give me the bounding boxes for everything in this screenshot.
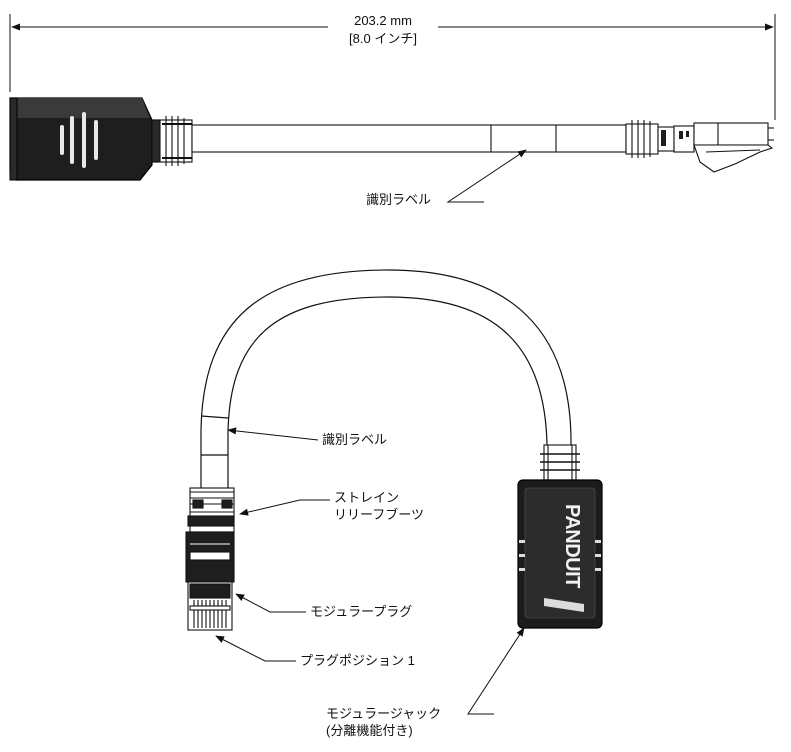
id-label-top: 識別ラベル (366, 192, 432, 207)
modular-plug-label: モジュラープラグ (310, 604, 413, 619)
dimension-imperial: [8.0 インチ] (349, 31, 417, 46)
bottom-plug (185, 487, 235, 631)
top-cable (191, 124, 627, 153)
strain-relief-label-line2: リリーフブーツ (334, 507, 424, 522)
top-plug (625, 120, 774, 173)
top-label-leader (446, 149, 527, 203)
bottom-cable-arc (200, 269, 572, 488)
bottom-jack-boot (540, 444, 580, 481)
modular-jack-label-line2: (分離機能付き) (326, 723, 413, 738)
leader-lines (215, 427, 525, 715)
brand-logo: PANDUIT (561, 504, 583, 588)
top-left-boot (151, 116, 193, 166)
modular-jack-label-line1: モジュラージャック (326, 706, 442, 721)
id-label-bottom: 識別ラベル (322, 432, 388, 447)
plug-position-label: プラグポジション 1 (300, 653, 415, 668)
strain-relief-label-line1: ストレイン (334, 490, 400, 505)
dimension-line (9, 14, 776, 120)
bottom-jack-housing: PANDUIT (517, 479, 603, 629)
top-jack-housing (9, 97, 153, 181)
dimension-metric: 203.2 mm (354, 13, 412, 28)
